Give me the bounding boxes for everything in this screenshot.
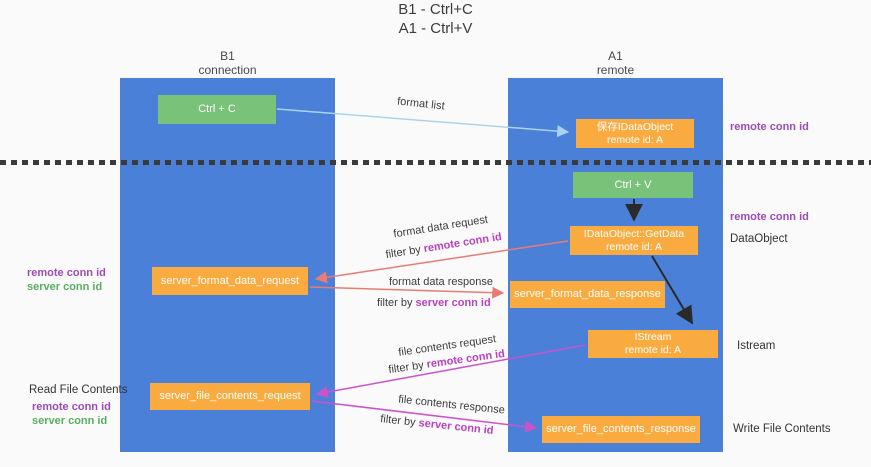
node-server-file-contents-response: server_file_contents_response <box>542 416 700 443</box>
node-ctrl-v-label: Ctrl + V <box>614 178 652 191</box>
lane-b1-name: B1 <box>220 49 235 63</box>
node-server-format-data-request-label: server_format_data_request <box>160 274 300 287</box>
node-save-idataobject: 保存IDataObject remote id: A <box>576 119 694 148</box>
label-read-file-contents: Read File Contents <box>29 384 128 396</box>
lane-header-a1: A1 remote <box>508 49 723 77</box>
filter-prefix: filter by <box>377 297 416 309</box>
node-server-format-data-response: server_format_data_response <box>510 281 665 308</box>
lane-header-b1: B1 connection <box>120 49 335 77</box>
diagram-title-line1: B1 - Ctrl+C <box>398 1 473 18</box>
diagram-title-line2: A1 - Ctrl+V <box>398 20 473 37</box>
label-remote-conn-id-left-mid: remote conn id <box>27 267 106 279</box>
filter-key-server-conn-id: server conn id <box>415 297 491 309</box>
label-remote-conn-id-left-bottom: remote conn id <box>32 401 111 413</box>
node-server-file-contents-response-label: server_file_contents_response <box>546 423 696 435</box>
dashed-separator-line <box>0 160 871 165</box>
node-istream: IStream remote id: A <box>588 330 718 358</box>
node-istream-line1: IStream <box>634 331 672 343</box>
filter-key-remote-conn-id: remote conn id <box>422 230 503 256</box>
node-ctrl-c: Ctrl + C <box>158 95 276 124</box>
lane-b1-role: connection <box>198 63 257 77</box>
edge-label-format-data-response: format data response <box>389 276 493 288</box>
node-idataobject-getdata-line2: remote id: A <box>605 240 663 253</box>
label-remote-conn-id-right-mid: remote conn id <box>730 211 809 223</box>
node-ctrl-v: Ctrl + V <box>573 172 693 198</box>
filter-prefix: filter by <box>384 243 425 262</box>
lane-a1-name: A1 <box>608 49 623 63</box>
edge-label-filter-server-conn-id-1: filter by server conn id <box>377 297 491 309</box>
node-idataobject-getdata: IDataObject::GetData remote id: A <box>570 226 698 255</box>
label-server-conn-id-left-bottom: server conn id <box>32 415 108 427</box>
node-ctrl-c-label: Ctrl + C <box>198 103 236 115</box>
node-server-file-contents-request: server_file_contents_request <box>150 383 310 410</box>
node-server-format-data-request: server_format_data_request <box>152 267 308 295</box>
label-remote-conn-id-right-top: remote conn id <box>730 121 809 133</box>
node-server-format-data-response-label: server_format_data_response <box>514 288 661 300</box>
filter-prefix: filter by <box>387 358 428 377</box>
label-istream: Istream <box>737 340 776 352</box>
diagram-title: B1 - Ctrl+C A1 - Ctrl+V <box>0 0 871 38</box>
filter-prefix: filter by <box>379 413 420 430</box>
node-istream-line2: remote id: A <box>624 344 682 356</box>
filter-key-server-conn-id: server conn id <box>417 417 495 437</box>
edge-label-file-contents-response: file contents response <box>397 393 506 417</box>
edge-label-filter-server-conn-id-2: filter by server conn id <box>380 413 494 437</box>
label-dataobject: DataObject <box>730 233 788 245</box>
edge-label-format-list: format list <box>396 95 446 113</box>
node-server-file-contents-request-label: server_file_contents_request <box>159 390 301 402</box>
node-save-idataobject-line2: remote id: A <box>606 133 664 146</box>
label-write-file-contents: Write File Contents <box>733 423 831 435</box>
node-save-idataobject-line1: 保存IDataObject <box>596 120 674 133</box>
node-idataobject-getdata-line1: IDataObject::GetData <box>583 227 685 240</box>
label-server-conn-id-left-mid: server conn id <box>27 281 103 293</box>
lane-a1-role: remote <box>596 63 635 77</box>
